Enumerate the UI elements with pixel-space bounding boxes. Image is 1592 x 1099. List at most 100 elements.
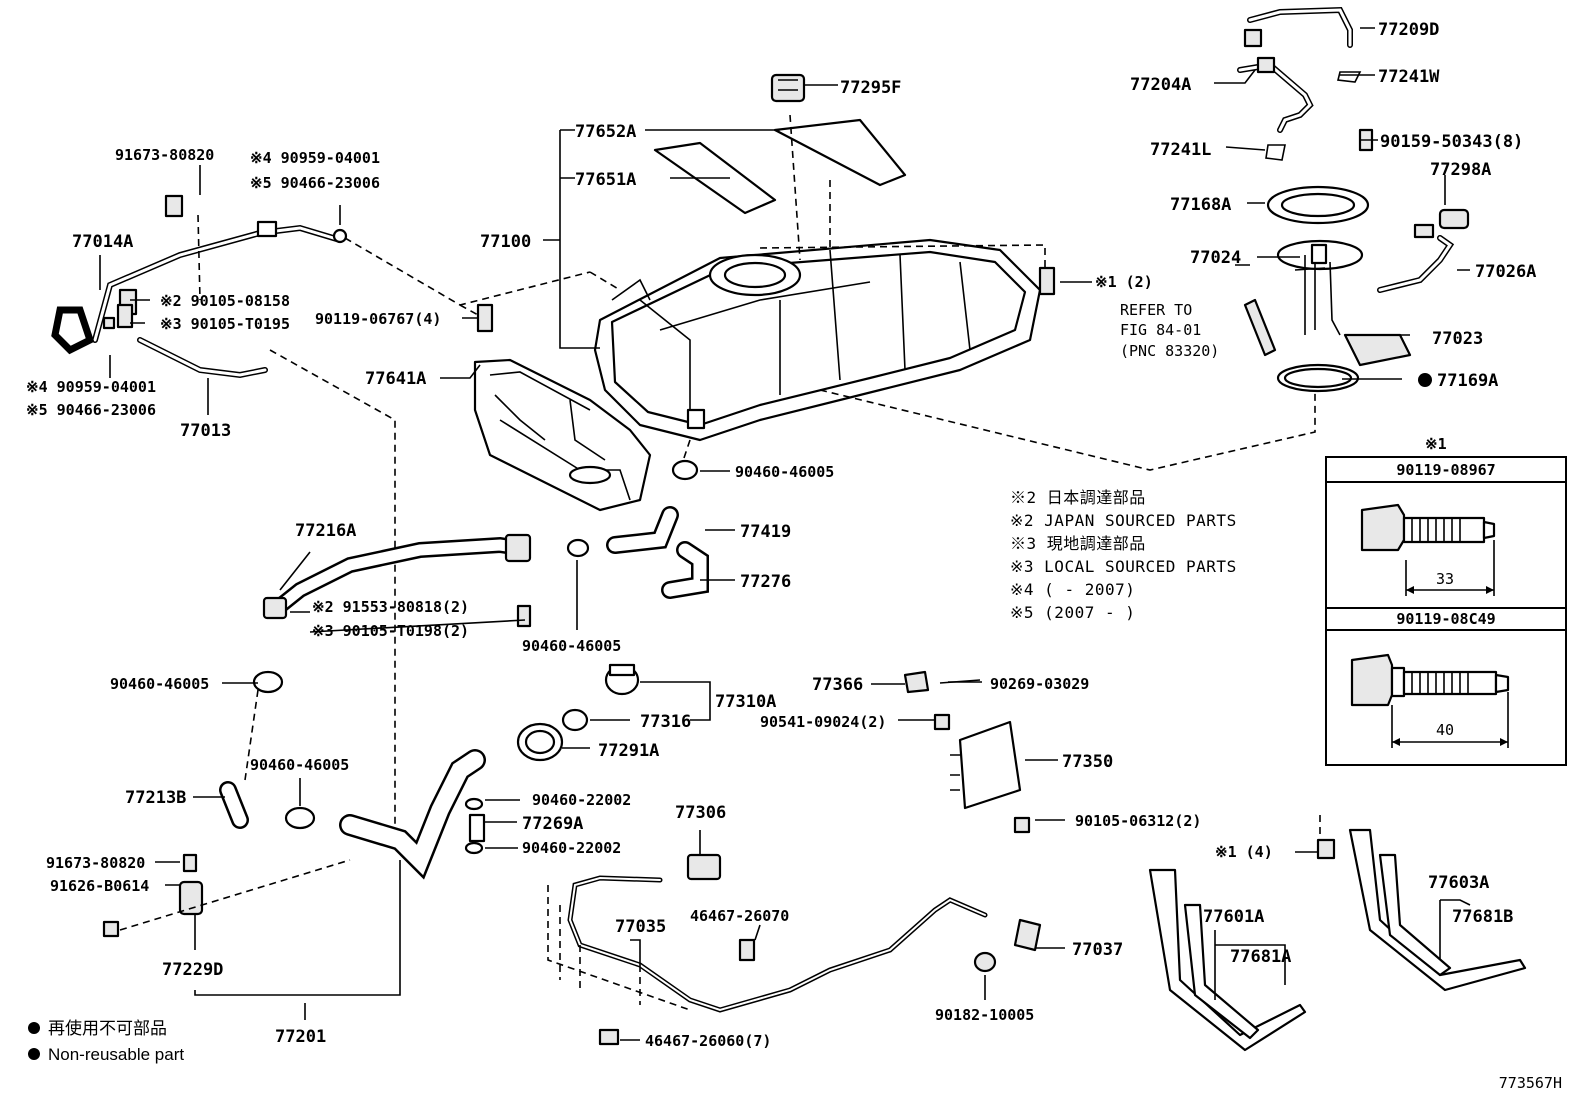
label-77601A: 77601A xyxy=(1203,907,1264,927)
inset-bolt1-part: 90119-08967 xyxy=(1396,461,1495,479)
label-77024: 77024 xyxy=(1190,248,1241,268)
label-91673-80820-top: 91673-80820 xyxy=(115,146,214,164)
note-1: ※2 日本調達部品 xyxy=(1010,488,1146,507)
label-90460-22002-a: 90460-22002 xyxy=(532,791,631,809)
illustration-id: 773567H xyxy=(1499,1074,1562,1092)
inset-bolt2-length: 40 xyxy=(1436,721,1454,739)
leader-lines xyxy=(99,27,1471,1041)
notes-block: ※2 日本調達部品 ※2 JAPAN SOURCED PARTS ※3 現地調達… xyxy=(1010,488,1237,622)
opener-cable xyxy=(547,853,1042,1046)
label-77169A: 77169A xyxy=(1437,371,1498,391)
label-90105-T0195: ※3 90105-T0195 xyxy=(160,315,290,333)
non-reusable-dot xyxy=(1418,373,1432,387)
label-77316: 77316 xyxy=(640,712,691,732)
label-90466-a: ※5 90466-23006 xyxy=(250,174,380,192)
label-77276: 77276 xyxy=(740,572,791,592)
refer-note: REFER TO FIG 84-01 (PNC 83320) xyxy=(1120,298,1277,360)
label-77035: 77035 xyxy=(615,917,666,937)
label-90466-b: ※5 90466-23006 xyxy=(26,401,156,419)
label-77603A: 77603A xyxy=(1428,873,1489,893)
label-90460-46005-c: 90460-46005 xyxy=(110,675,209,693)
label-star1-2: ※1 (2) xyxy=(1095,273,1153,291)
insulator-77652A xyxy=(773,118,907,187)
label-77209D: 77209D xyxy=(1378,20,1439,40)
label-90460-46005-a: 90460-46005 xyxy=(735,463,834,481)
label-star1-4: ※1 (4) xyxy=(1215,843,1273,861)
legend-dot-jp xyxy=(28,1022,40,1034)
vent-tubes xyxy=(51,194,431,851)
label-90460-46005-b: 90460-46005 xyxy=(522,637,621,655)
tank-protector xyxy=(473,358,652,512)
refer-line-2: FIG 84-01 xyxy=(1120,321,1201,339)
note-6: ※5 (2007 - ) xyxy=(1010,603,1135,622)
label-77241W: 77241W xyxy=(1378,67,1440,87)
inset-marker: ※1 xyxy=(1425,435,1447,453)
legend-en: Non-reusable part xyxy=(48,1045,184,1064)
note-2: ※2 JAPAN SOURCED PARTS xyxy=(1010,511,1237,530)
label-77291A: 77291A xyxy=(598,741,659,761)
label-46467-26060: 46467-26060(7) xyxy=(645,1032,771,1050)
fuel-lid xyxy=(903,670,1031,834)
label-91673-80820-bottom: 91673-80820 xyxy=(46,854,145,872)
label-77204A: 77204A xyxy=(1130,75,1191,95)
note-3: ※3 現地調達部品 xyxy=(1010,534,1146,553)
legend-jp: 再使用不可部品 xyxy=(48,1018,167,1038)
label-77037: 77037 xyxy=(1072,940,1123,960)
legend-dot-en xyxy=(28,1048,40,1060)
connector-77295F xyxy=(770,73,806,103)
label-77652A: 77652A xyxy=(575,122,636,142)
filler-pipe xyxy=(102,689,486,996)
label-77306: 77306 xyxy=(675,803,726,823)
label-90959-b: ※4 90959-04001 xyxy=(26,378,156,396)
label-77026A: 77026A xyxy=(1475,262,1536,282)
vent-hoses xyxy=(252,459,709,830)
note-5: ※4 ( - 2007) xyxy=(1010,580,1135,599)
label-77213B: 77213B xyxy=(125,788,186,808)
tank-straps xyxy=(1148,815,1527,1052)
label-77168A: 77168A xyxy=(1170,195,1231,215)
legend: 再使用不可部品 Non-reusable part xyxy=(28,1018,184,1064)
part-labels: 77209D 77204A 77241W 77295F 77652A 77651… xyxy=(26,20,1536,1050)
label-77295F: 77295F xyxy=(840,78,901,98)
note-4: ※3 LOCAL SOURCED PARTS xyxy=(1010,557,1237,576)
label-77651A: 77651A xyxy=(575,170,636,190)
label-77241L: 77241L xyxy=(1150,140,1211,160)
refer-line-1: REFER TO xyxy=(1120,301,1192,319)
refer-line-3: (PNC 83320) xyxy=(1120,342,1219,360)
bolt-inset: ※1 90119-08967 90119-08C49 33 40 xyxy=(1325,435,1567,766)
label-77229D: 77229D xyxy=(162,960,223,980)
label-91626-B0614: 91626-B0614 xyxy=(50,877,149,895)
label-77310A: 77310A xyxy=(715,692,776,712)
label-77681A: 77681A xyxy=(1230,947,1291,967)
label-90460-22002-b: 90460-22002 xyxy=(522,839,621,857)
label-77013: 77013 xyxy=(180,421,231,441)
label-77641A: 77641A xyxy=(365,369,426,389)
label-90105-06312: 90105-06312(2) xyxy=(1075,812,1201,830)
inset-bolt2-part: 90119-08C49 xyxy=(1396,610,1495,628)
label-46467-26070: 46467-26070 xyxy=(690,907,789,925)
fuel-tank xyxy=(593,238,1042,442)
label-77350: 77350 xyxy=(1062,752,1113,772)
label-90182-10005: 90182-10005 xyxy=(935,1006,1034,1024)
label-90460-46005-d: 90460-46005 xyxy=(250,756,349,774)
label-90541-09024: 90541-09024(2) xyxy=(760,713,886,731)
fuel-cap-set xyxy=(516,663,640,762)
label-77298A: 77298A xyxy=(1430,160,1491,180)
label-77014A: 77014A xyxy=(72,232,133,252)
label-77366: 77366 xyxy=(812,675,863,695)
label-77419: 77419 xyxy=(740,522,791,542)
label-77216A: 77216A xyxy=(295,521,356,541)
label-90959-a: ※4 90959-04001 xyxy=(250,149,380,167)
label-90105-08158: ※2 90105-08158 xyxy=(160,292,290,310)
label-77100: 77100 xyxy=(480,232,531,252)
leader-dash xyxy=(344,114,1316,471)
label-90159-50343: 90159-50343(8) xyxy=(1380,132,1523,152)
label-90105-T0198: ※3 90105-T0198(2) xyxy=(312,622,469,640)
label-77023: 77023 xyxy=(1432,329,1483,349)
bolts xyxy=(102,266,1056,333)
filler-hose xyxy=(262,533,532,628)
label-90119-06767: 90119-06767(4) xyxy=(315,310,441,328)
label-90269-03029: 90269-03029 xyxy=(990,675,1089,693)
